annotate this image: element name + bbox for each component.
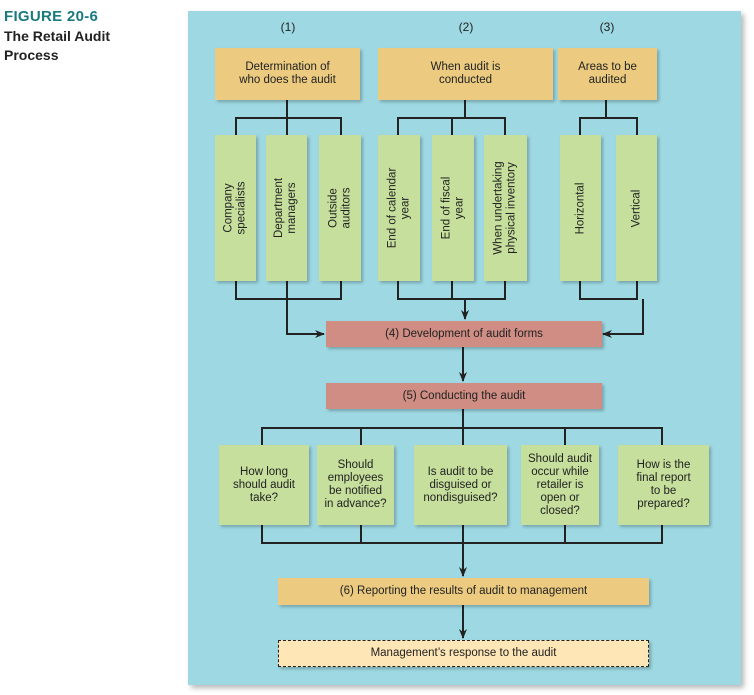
- stage-number-1: (1): [280, 20, 296, 34]
- question-line: Is audit to be: [427, 465, 494, 478]
- question-line: retailer is: [536, 478, 584, 491]
- stage1-title-line1: Determination of: [245, 61, 330, 73]
- stage3-title-line2: audited: [588, 74, 627, 86]
- option-line1: Vertical: [630, 189, 642, 227]
- figure-title-line2: Process: [4, 47, 59, 63]
- stage3-title-line1: Areas to be: [578, 61, 637, 73]
- stage2-box: When audit is conducted: [378, 48, 553, 100]
- question-line: How long: [240, 465, 288, 478]
- option-line1: End of calendar: [386, 167, 398, 249]
- question-line: closed?: [540, 504, 580, 517]
- question-line: Should audit: [528, 452, 592, 465]
- step5-box: (5) Conducting the audit: [326, 383, 602, 409]
- question-line: nondisguised?: [423, 491, 498, 504]
- option-line1: End of fiscal: [440, 176, 452, 240]
- stage3-box: Areas to be audited: [558, 48, 657, 100]
- stage-number-2: (2): [458, 20, 474, 34]
- option-line2: physical inventory: [505, 162, 518, 254]
- stage1-title-line2: who does the audit: [239, 74, 336, 86]
- question-line: How is the: [636, 459, 691, 471]
- question-line: prepared?: [637, 498, 690, 510]
- question-line: disguised or: [429, 478, 492, 491]
- question-notify-employees: Should employees be notified in advance?: [317, 445, 394, 525]
- option-line1: Company: [222, 183, 235, 233]
- question-line: should audit: [232, 478, 296, 491]
- question-line: be notified: [328, 485, 383, 497]
- option-line1: When undertaking: [492, 161, 505, 255]
- option-line1: Horizontal: [574, 182, 586, 234]
- question-line: to be: [650, 485, 677, 497]
- question-line: open or: [540, 491, 580, 504]
- stage-number-3: (3): [599, 20, 615, 34]
- option-line2: year: [399, 196, 411, 220]
- question-line: occur while: [531, 465, 589, 478]
- option-line2: auditors: [339, 187, 352, 229]
- question-open-or-closed: Should audit occur while retailer is ope…: [521, 445, 599, 525]
- question-duration: How long should audit take?: [219, 445, 309, 525]
- option-horizontal: Horizontal: [560, 135, 601, 281]
- option-line2: managers: [286, 182, 299, 234]
- question-final-report: How is the final report to be prepared?: [618, 445, 709, 525]
- question-disguised: Is audit to be disguised or nondisguised…: [414, 445, 507, 525]
- stage2-title-line2: conducted: [438, 74, 493, 86]
- option-line2: specialists: [235, 181, 248, 235]
- step6-box: (6) Reporting the results of audit to ma…: [278, 578, 649, 605]
- figure-caption: FIGURE 20-6 The Retail Audit Process: [4, 8, 184, 64]
- question-line: take?: [249, 491, 279, 504]
- step4-box: (4) Development of audit forms: [326, 321, 602, 347]
- option-line1: Department: [273, 177, 286, 239]
- figure-title-line1: The Retail Audit: [4, 28, 111, 44]
- question-line: Should: [337, 459, 374, 471]
- option-line2: year: [453, 196, 465, 220]
- question-line: in advance?: [324, 498, 387, 510]
- figure-number: FIGURE 20-6: [4, 8, 99, 25]
- question-line: employees: [327, 472, 384, 484]
- option-vertical: Vertical: [616, 135, 657, 281]
- option-line1: Outside: [326, 188, 339, 228]
- management-response-box: Management’s response to the audit: [278, 640, 649, 667]
- stage1-box: Determination of who does the audit: [215, 48, 360, 100]
- stage2-title-line1: When audit is: [430, 61, 501, 73]
- question-line: final report: [636, 472, 691, 484]
